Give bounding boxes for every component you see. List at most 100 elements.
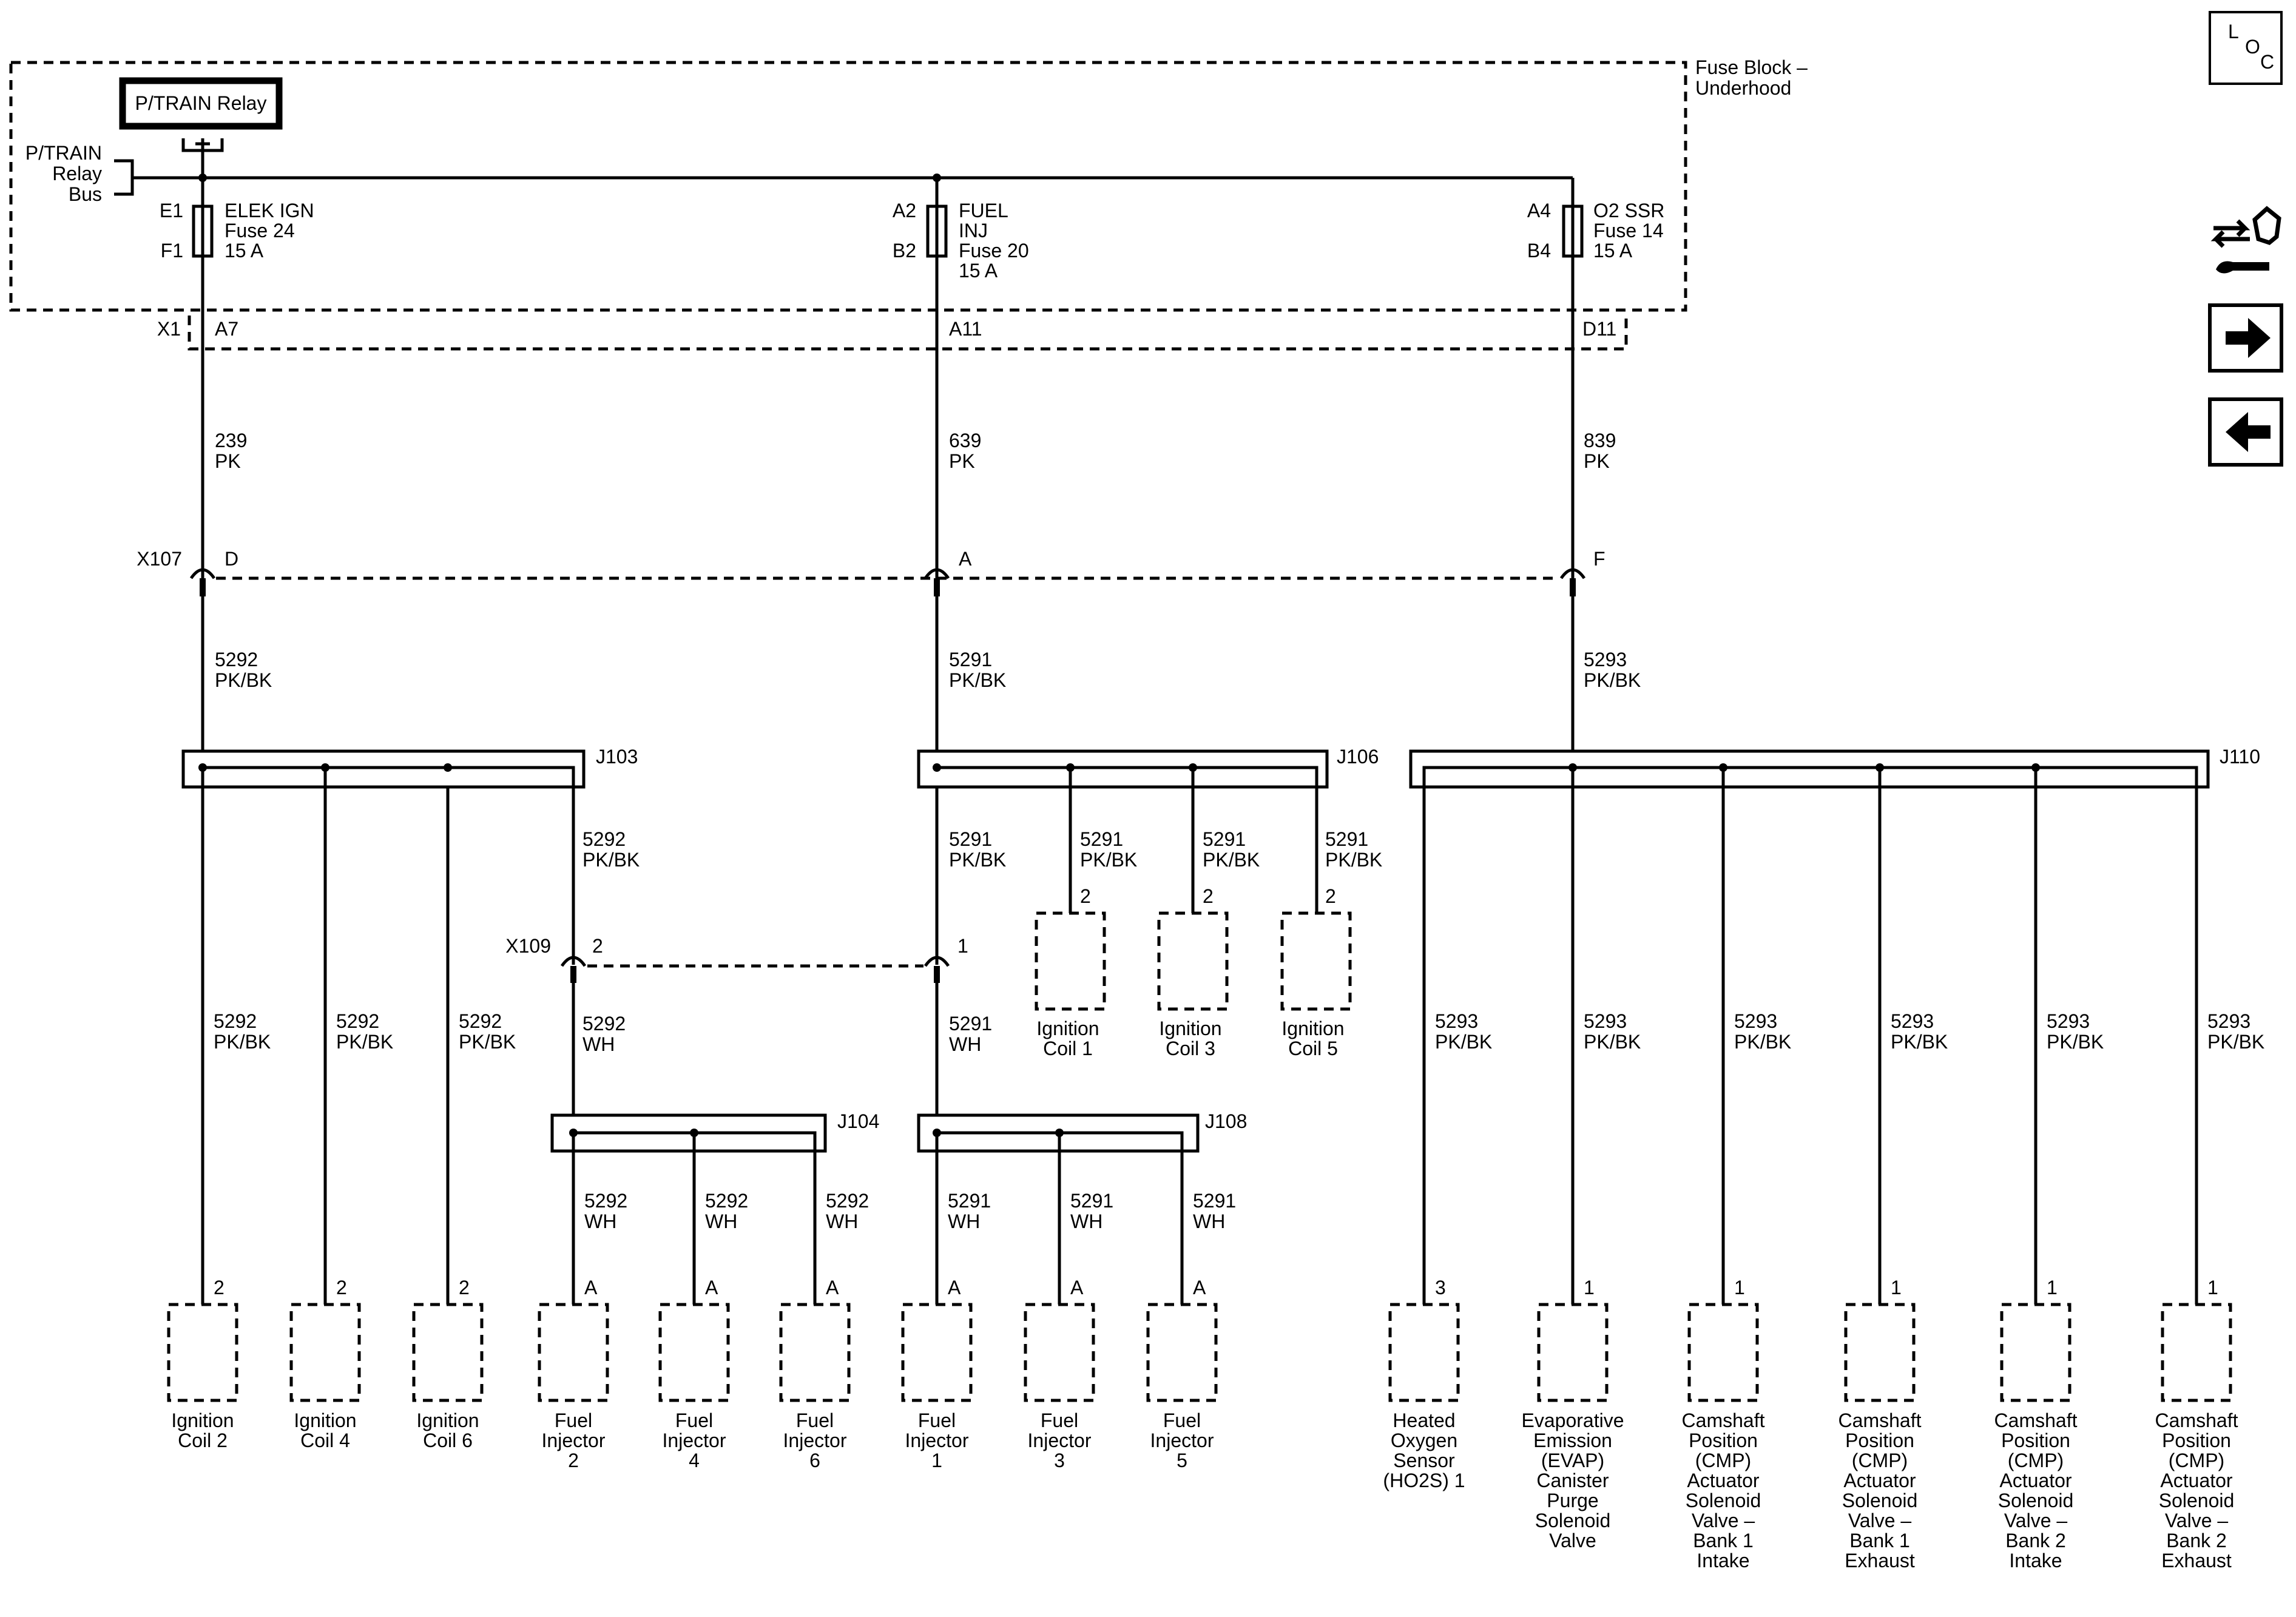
wire-color-label: WH xyxy=(1193,1210,1225,1232)
component-box xyxy=(412,1303,484,1402)
pin-label: A xyxy=(705,1277,718,1298)
wire-color-label: PK/BK xyxy=(2207,1031,2264,1053)
component-name-line: Evaporative xyxy=(1522,1409,1624,1431)
component-box xyxy=(658,1303,730,1402)
fuse-block-subtitle: Underhood xyxy=(1695,77,1791,99)
component-name-line: Sensor xyxy=(1393,1450,1455,1471)
component-name-line: Ignition xyxy=(1281,1018,1344,1039)
wire-circuit-label: 5291 xyxy=(949,1013,992,1035)
component-name-line: Intake xyxy=(1697,1550,1749,1571)
component-box xyxy=(779,1303,851,1402)
fuse-name-line: 15 A xyxy=(1593,240,1633,262)
right-arrow-icon xyxy=(2226,318,2271,358)
component-box xyxy=(901,1303,973,1402)
component-name-line: Coil 5 xyxy=(1288,1038,1338,1059)
locator-letter: C xyxy=(2260,51,2274,73)
nav-icons: L O C xyxy=(2208,11,2283,467)
connector-terminal-symbol xyxy=(189,568,216,579)
component-name-line: 5 xyxy=(1177,1450,1187,1471)
component-name-line: Injector xyxy=(1150,1430,1214,1451)
wire-circuit-label: 5293 xyxy=(1734,1010,1777,1032)
previous-page-arrow-icon[interactable] xyxy=(2208,397,2283,467)
wire-color-label: PK/BK xyxy=(215,669,272,691)
wire-color-label: PK/BK xyxy=(1734,1031,1791,1053)
component-name-line: (CMP) xyxy=(1695,1450,1751,1471)
pin-label: A xyxy=(1193,1277,1206,1298)
connector-x107-pin: F xyxy=(1593,548,1606,570)
component-name-line: Bank 1 xyxy=(1849,1530,1910,1551)
splice-name: J108 xyxy=(1205,1110,1247,1132)
connector-pin-block xyxy=(200,578,206,596)
component-name-line: (CMP) xyxy=(2008,1450,2064,1471)
connector-x1: X1 A7 A11 D11 xyxy=(157,316,1628,351)
wire-color-label: WH xyxy=(949,1033,981,1055)
splice-node xyxy=(933,763,941,772)
fuse-in-pin: E1 xyxy=(160,200,183,221)
component-name-line: Ignition xyxy=(171,1409,234,1431)
locator-button-frame[interactable] xyxy=(2209,11,2283,85)
wire-color-label: WH xyxy=(582,1033,615,1055)
wire-circuit-label: 5291 xyxy=(1193,1190,1236,1212)
component-box xyxy=(289,1303,361,1402)
pin-label: 2 xyxy=(1203,885,1214,907)
splice-name: J110 xyxy=(2220,746,2260,768)
component-box xyxy=(1844,1303,1916,1402)
service-info-icon[interactable] xyxy=(2210,206,2281,274)
component-name-line: Solenoid xyxy=(1686,1490,1761,1511)
fuse-block-outline xyxy=(9,61,1687,312)
component-name-line: Injector xyxy=(663,1430,726,1451)
connector-pin-block xyxy=(570,966,576,983)
wire-circuit-label: 5293 xyxy=(2047,1010,2090,1032)
wire-circuit-label: 5293 xyxy=(1584,1010,1627,1032)
wire-circuit-label: 5291 xyxy=(948,1190,991,1212)
component-locator-icon[interactable]: L O C xyxy=(2209,11,2283,85)
wire-circuit-label: 5291 xyxy=(1203,828,1246,850)
component-name-line: Injector xyxy=(1028,1430,1092,1451)
connector-terminal-symbol xyxy=(923,956,950,967)
component-name-line: Position xyxy=(2162,1430,2231,1451)
component-name-line: Valve – xyxy=(2004,1510,2068,1531)
relay-contact-symbol xyxy=(181,138,224,152)
component-name-line: Fuel xyxy=(675,1409,713,1431)
connector-x107-pin: D xyxy=(225,548,238,570)
splice-name: J106 xyxy=(1337,746,1379,768)
component-name-line: Exhaust xyxy=(1845,1550,1915,1571)
wire-color-label: PK xyxy=(1584,450,1610,472)
component-name-line: 1 xyxy=(931,1450,942,1471)
component-name-line: Fuel xyxy=(555,1409,592,1431)
pin-label: 1 xyxy=(1734,1277,1745,1298)
fuse-out-pin: B4 xyxy=(1527,240,1551,262)
fuse-name-line: INJ xyxy=(959,220,988,241)
connector-x109: X109 2 1 xyxy=(505,935,968,983)
wire-circuit-label: 5292 xyxy=(582,828,626,850)
component-name-line: Coil 6 xyxy=(423,1430,473,1451)
wire-circuit-label: 5292 xyxy=(459,1010,502,1032)
wire-circuit-label: 5291 xyxy=(1080,828,1123,850)
connector-x107-name: X107 xyxy=(137,548,182,570)
fuse-out-pin: B2 xyxy=(893,240,916,262)
component-name-line: Oxygen xyxy=(1391,1430,1457,1451)
component-camshaft-position-cmp-actuator-solenoid-valve-bank-2-intake: 5293PK/BK1CamshaftPosition(CMP)ActuatorS… xyxy=(1994,768,2104,1571)
component-name-line: Coil 2 xyxy=(178,1430,228,1451)
component-name-line: Heated xyxy=(1393,1409,1455,1431)
next-page-arrow-icon[interactable] xyxy=(2208,303,2283,373)
splice-node xyxy=(444,763,452,772)
wire-color-label: WH xyxy=(948,1210,980,1232)
component-name-line: Ignition xyxy=(1159,1018,1221,1039)
pin-label: 1 xyxy=(2207,1277,2218,1298)
pin-label: 2 xyxy=(1325,885,1336,907)
wire-circuit-label: 5292 xyxy=(705,1190,748,1212)
wire-color-label: PK xyxy=(215,450,241,472)
wire-circuit-label: 5292 xyxy=(826,1190,869,1212)
wire-circuit-label: 5291 xyxy=(1070,1190,1113,1212)
ptrain-relay-box xyxy=(119,77,283,130)
ignition-coil-3-box xyxy=(1157,911,1229,1011)
wire-circuit-label: 5292 xyxy=(214,1010,257,1032)
connector-terminal-symbol xyxy=(923,568,950,579)
component-name-line: 3 xyxy=(1054,1450,1065,1471)
component-name-line: Valve – xyxy=(1692,1510,1755,1531)
